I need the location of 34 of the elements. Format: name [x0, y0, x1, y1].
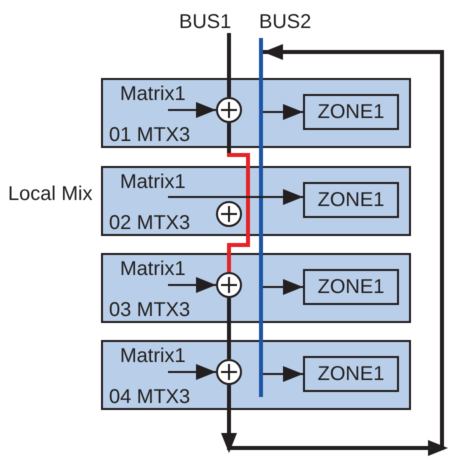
input-label: Matrix1 — [120, 83, 186, 110]
arrow — [168, 277, 216, 293]
summing-junction — [216, 201, 242, 227]
signal-line — [227, 298, 231, 359]
arrow — [263, 366, 303, 382]
arrow — [263, 104, 303, 120]
input-label: Matrix1 — [120, 345, 186, 372]
bus-label: BUS2 — [259, 11, 312, 33]
arrow — [263, 279, 303, 295]
module-label: 03 MTX3 — [109, 299, 190, 321]
module-label: 02 MTX3 — [109, 212, 190, 234]
module-label: 04 MTX3 — [109, 386, 190, 408]
zone-box: ZONE1 — [303, 182, 399, 218]
zone-box: ZONE1 — [303, 269, 399, 305]
input-label: Matrix1 — [120, 258, 186, 285]
zone-box: ZONE1 — [303, 94, 399, 130]
arrow — [168, 189, 303, 205]
summing-junction — [216, 359, 242, 385]
module-panel — [101, 78, 411, 148]
summing-junction — [216, 272, 242, 298]
arrow — [168, 364, 216, 380]
zone-box: ZONE1 — [303, 356, 399, 392]
module-panel — [101, 166, 411, 236]
summing-junction — [216, 97, 242, 123]
input-label: Matrix1 — [120, 171, 186, 197]
module-label: 01 MTX3 — [109, 124, 190, 146]
signal-line — [227, 33, 231, 97]
module-panel — [101, 253, 411, 323]
bus-label: BUS1 — [179, 11, 232, 33]
arrow — [168, 102, 216, 118]
feedback-arrow — [221, 44, 448, 456]
signal-line — [227, 123, 250, 272]
module-panel — [101, 340, 411, 410]
side-label: Local Mix — [8, 183, 92, 205]
